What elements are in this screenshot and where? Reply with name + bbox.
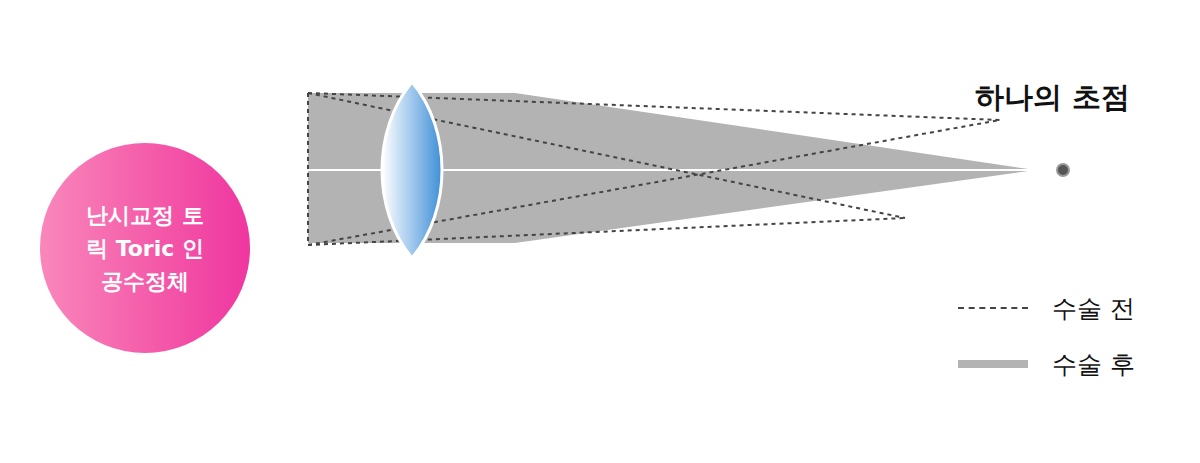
lens (382, 82, 442, 258)
legend-row: 수술 전 (958, 293, 1135, 323)
legend-text: 수술 전 (1052, 292, 1135, 325)
legend-swatch (958, 307, 1028, 309)
focal-point (1057, 164, 1069, 176)
focus-label: 하나의 초점 (975, 78, 1130, 118)
legend-text: 수술 후 (1052, 348, 1135, 381)
legend-swatch (958, 360, 1028, 368)
legend-row: 수술 후 (958, 349, 1135, 379)
circle-text: 난시교정 토릭 Toric 인공수정체 (86, 199, 204, 298)
lens-type-circle: 난시교정 토릭 Toric 인공수정체 (40, 143, 250, 353)
